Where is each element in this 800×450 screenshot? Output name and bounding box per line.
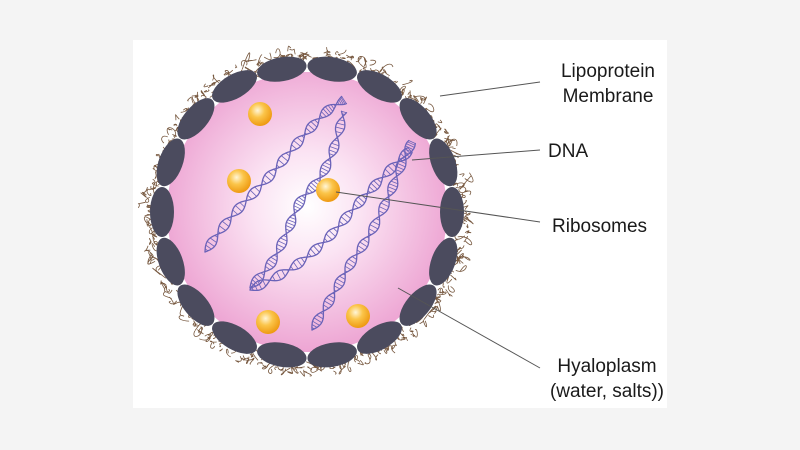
membrane-segment bbox=[440, 187, 464, 237]
hyaloplasm-leader-line bbox=[397, 287, 541, 369]
membrane-segment bbox=[429, 237, 458, 286]
membrane-label-line1: Lipoprotein bbox=[561, 61, 655, 82]
hyaloplasm-label-line1: Hyaloplasm bbox=[557, 356, 656, 377]
membrane-segment bbox=[257, 342, 307, 368]
dna-base-pairs bbox=[204, 96, 347, 253]
membrane-segment bbox=[357, 321, 402, 354]
ribosome-icon bbox=[346, 304, 370, 328]
hyaloplasm-label-line2: (water, salts)) bbox=[550, 381, 664, 402]
membrane-segment bbox=[150, 187, 174, 237]
ribosome-leader-line bbox=[335, 191, 541, 223]
dna-label: DNA bbox=[548, 141, 588, 162]
ribosomes-group bbox=[227, 102, 370, 334]
ribosome-icon bbox=[227, 169, 251, 193]
hyaloplasm bbox=[167, 72, 447, 352]
ribosome-icon bbox=[256, 310, 280, 334]
membrane-segment bbox=[177, 284, 215, 326]
membrane-segment bbox=[399, 98, 437, 140]
membrane-segment bbox=[399, 284, 437, 326]
dna-leader-line bbox=[411, 149, 541, 161]
membrane-segment bbox=[177, 98, 215, 140]
dna-base-pairs bbox=[249, 110, 347, 289]
membrane-leader-line bbox=[439, 81, 541, 97]
dna-base-pairs bbox=[311, 140, 416, 331]
membrane-segment bbox=[357, 70, 402, 103]
ribosomes-label: Ribosomes bbox=[552, 216, 647, 237]
ribosome-icon bbox=[316, 178, 340, 202]
membrane-segment bbox=[257, 56, 307, 82]
membrane-segment bbox=[212, 321, 257, 354]
lipoprotein-membrane bbox=[150, 56, 464, 368]
membrane-label-line2: Membrane bbox=[563, 86, 654, 107]
membrane-segment bbox=[307, 342, 357, 368]
membrane-segment bbox=[156, 237, 185, 286]
dna-helix-icon bbox=[204, 95, 416, 331]
ribosome-icon bbox=[248, 102, 272, 126]
membrane-segment bbox=[429, 138, 458, 187]
membrane-segment bbox=[307, 56, 357, 82]
membrane-segment bbox=[212, 70, 257, 103]
membrane-segment bbox=[156, 138, 185, 187]
